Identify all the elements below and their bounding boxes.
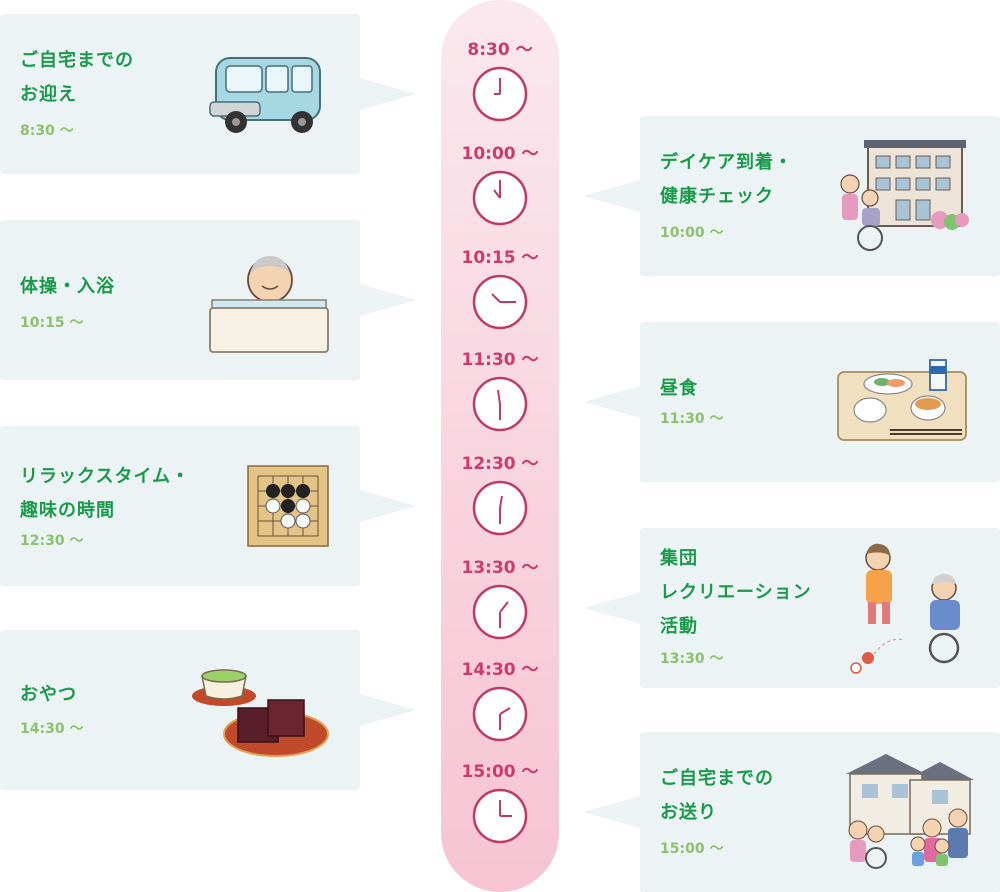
- card-time: 12:30 〜: [20, 533, 84, 549]
- timeline-stop: 10:00 〜: [441, 142, 559, 226]
- card-pointer: [360, 694, 416, 726]
- card-time: 10:00 〜: [660, 225, 724, 241]
- clock-icon: [472, 170, 528, 226]
- clock-icon: [472, 584, 528, 640]
- card-time: 14:30 〜: [20, 721, 84, 737]
- timeline-stop: 10:15 〜: [441, 246, 559, 330]
- card-title: 体操・入浴: [20, 276, 115, 297]
- timeline-stop: 8:30 〜: [441, 38, 559, 122]
- timeline-time: 12:30 〜: [461, 454, 539, 474]
- timeline-time: 10:15 〜: [461, 248, 539, 268]
- go-board-icon: [247, 465, 329, 547]
- timeline-time: 13:30 〜: [461, 558, 539, 578]
- schedule-card-pickup: ご自宅までの お迎え 8:30 〜: [0, 14, 416, 174]
- card-title: ご自宅までの お送り: [660, 768, 774, 823]
- care-facility-icon: [840, 140, 969, 251]
- family-house-icon: [846, 754, 974, 869]
- clock-icon: [472, 788, 528, 844]
- timeline-stop: 15:00 〜: [441, 760, 559, 844]
- van-icon: [209, 57, 321, 133]
- card-pointer: [584, 592, 640, 624]
- clock-icon: [472, 376, 528, 432]
- card-time: 10:15 〜: [20, 315, 84, 331]
- schedule-card-snack: おやつ 14:30 〜: [0, 630, 416, 790]
- card-pointer: [360, 284, 416, 316]
- timeline-time: 15:00 〜: [461, 762, 539, 782]
- tea-and-sweets-icon: [192, 669, 329, 757]
- bath-icon: [209, 256, 329, 353]
- card-title: リラックスタイム・ 趣味の時間: [20, 466, 191, 521]
- lunch-tray-icon: [837, 359, 967, 441]
- card-title: おやつ: [20, 684, 77, 705]
- schedule-card-lunch: 昼食 11:30 〜: [584, 322, 1000, 482]
- timeline-stop: 12:30 〜: [441, 452, 559, 536]
- timeline-time: 10:00 〜: [461, 144, 539, 164]
- schedule-card-arrival: デイケア到着・ 健康チェック 10:00 〜: [584, 116, 1000, 276]
- recreation-ball-icon: [850, 543, 960, 674]
- card-pointer: [360, 78, 416, 110]
- timeline-stop: 13:30 〜: [441, 556, 559, 640]
- card-time: 13:30 〜: [660, 651, 724, 667]
- timeline-time: 8:30 〜: [467, 40, 533, 60]
- schedule-card-dropoff: ご自宅までの お送り 15:00 〜: [584, 732, 1000, 892]
- card-title: ご自宅までの お迎え: [20, 50, 134, 105]
- schedule-card-bath: 体操・入浴 10:15 〜: [0, 220, 416, 380]
- card-pointer: [584, 180, 640, 212]
- card-time: 11:30 〜: [660, 411, 724, 427]
- timeline-stop: 11:30 〜: [441, 348, 559, 432]
- card-time: 15:00 〜: [660, 841, 724, 857]
- clock-icon: [472, 686, 528, 742]
- schedule-card-recreation: 集団 レクリエーション 活動 13:30 〜: [584, 528, 1000, 688]
- schedule-card-hobby: リラックスタイム・ 趣味の時間 12:30 〜: [0, 426, 416, 586]
- timeline-time: 14:30 〜: [461, 660, 539, 680]
- card-title: 昼食: [660, 378, 698, 399]
- timeline: 8:30 〜 10:00 〜 10:15 〜 11:30 〜 12:30: [441, 0, 559, 892]
- card-pointer: [584, 796, 640, 828]
- clock-icon: [472, 480, 528, 536]
- timeline-stop: 14:30 〜: [441, 658, 559, 742]
- timeline-time: 11:30 〜: [461, 350, 539, 370]
- card-pointer: [360, 490, 416, 522]
- card-pointer: [584, 386, 640, 418]
- card-title: デイケア到着・ 健康チェック: [660, 152, 793, 207]
- card-title: 集団 レクリエーション 活動: [660, 548, 812, 637]
- card-time: 8:30 〜: [20, 123, 74, 139]
- clock-icon: [472, 66, 528, 122]
- clock-icon: [472, 274, 528, 330]
